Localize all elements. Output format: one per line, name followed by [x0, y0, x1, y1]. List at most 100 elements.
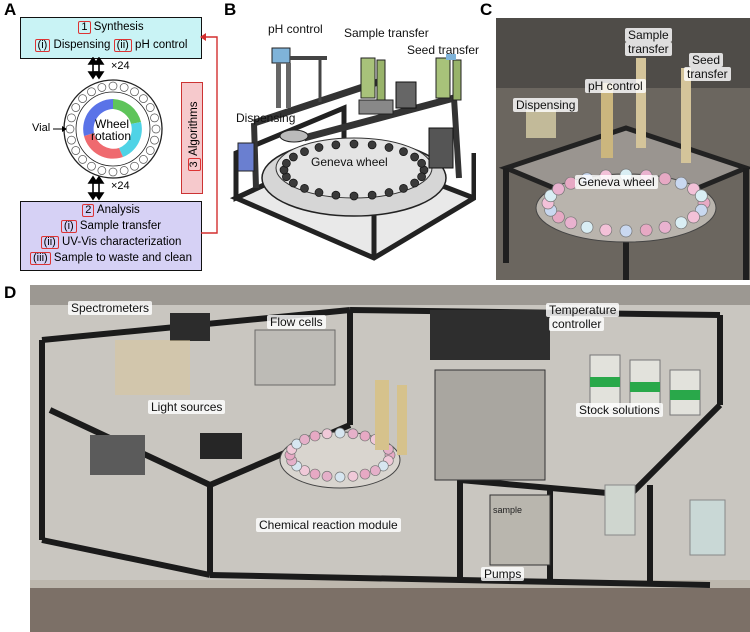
photo-sample-transfer-1: Sample: [625, 28, 672, 42]
vial-slot: [552, 182, 565, 196]
stock-solutions-label: Stock solutions: [576, 403, 663, 417]
vial-slot: [399, 147, 408, 156]
flow-cells-label: Flow cells: [267, 315, 326, 329]
wheel-diagram: [63, 79, 163, 179]
panel-c-letter: C: [480, 0, 493, 19]
analysis-box: 2 Analysis (i) Sample transfer (ii) UV-V…: [20, 201, 202, 271]
vial-slot: [130, 87, 139, 97]
vial-slot: [694, 189, 708, 203]
vial-slot: [309, 430, 321, 442]
analysis-number: 2: [82, 204, 95, 217]
vial-slot: [580, 220, 594, 234]
vial-slot: [347, 428, 359, 440]
vial-slot: [130, 161, 139, 171]
step3-label: Sample to waste and clean: [53, 252, 192, 264]
synthesis-title: Synthesis: [93, 21, 144, 33]
vial-slot: [145, 103, 155, 112]
vial-slot: [658, 172, 672, 186]
vial-slot: [119, 166, 129, 175]
cad-dispensing-label: Dispensing: [236, 111, 296, 125]
vial-slot: [367, 140, 377, 150]
vial-slot: [150, 113, 159, 123]
feedback-arrow: [200, 33, 218, 234]
vial-slot: [151, 124, 161, 134]
vial-slot: [71, 103, 81, 112]
vial-slot: [331, 140, 341, 150]
chemical-reaction-module-label: Chemical reaction module: [256, 518, 401, 532]
vial-slot: [97, 83, 107, 92]
panel-b-letter: B: [224, 0, 237, 19]
vial-slot: [282, 158, 291, 168]
panel-d-letter: D: [4, 283, 17, 302]
vial-slot: [417, 172, 426, 182]
vial-slot: [139, 94, 148, 103]
vial-slot: [417, 158, 426, 168]
vial-slot: [289, 152, 298, 162]
ph-label: pH control: [135, 39, 188, 51]
step1-label: Sample transfer: [79, 220, 162, 232]
vial-slot: [87, 161, 96, 171]
vial-slot: [410, 152, 419, 162]
step2-number: (ii): [40, 236, 59, 249]
vial-slot: [331, 190, 341, 200]
vial-slot: [384, 188, 394, 197]
vial-label: Vial: [32, 122, 51, 134]
vial-slot: [639, 223, 653, 237]
platform-photo-graphic: [30, 285, 750, 632]
vial-slot: [67, 135, 76, 145]
analysis-title: Analysis: [96, 204, 140, 216]
vial-slot: [139, 155, 148, 164]
vial-slot: [299, 434, 310, 445]
repeat-bottom-label: ×24: [111, 180, 130, 192]
step2-label: UV-Vis characterization: [62, 236, 182, 248]
vial-slot: [145, 146, 155, 155]
vial-slot: [71, 146, 81, 155]
vial-slot: [410, 178, 419, 188]
light-sources-label: Light sources: [148, 400, 226, 414]
wheel-label-2: rotation: [91, 129, 132, 143]
repeat-top-label: ×24: [111, 60, 130, 72]
vial-slot: [108, 81, 118, 91]
vial-slot: [299, 465, 310, 476]
vial-slot: [349, 139, 359, 149]
vial-slot: [599, 223, 613, 237]
step3-number: (iii): [30, 252, 51, 265]
vial-slot: [370, 465, 381, 476]
photo-dispensing-label: Dispensing: [513, 98, 579, 112]
vial-slot: [314, 143, 324, 152]
vial-slot: [349, 191, 359, 201]
vial-slot: [119, 83, 129, 92]
vial-slot: [347, 470, 359, 482]
vial-slot: [97, 166, 107, 175]
vial-slot: [399, 184, 408, 193]
vial-slot: [359, 468, 371, 480]
photo-seed-transfer-1: Seed: [689, 53, 724, 67]
photo-seed-transfer-2: transfer: [684, 67, 731, 81]
step1-number: (i): [60, 220, 77, 233]
photo-sample-transfer-2: transfer: [625, 42, 672, 56]
vial-slot: [108, 167, 118, 177]
vial-slot: [359, 430, 371, 442]
vial-slot: [384, 143, 394, 152]
temperature-controller-label-1: Temperature: [546, 303, 620, 317]
vial-slot: [674, 216, 688, 230]
vial-pointer: [53, 126, 67, 132]
vial-slot: [289, 178, 298, 188]
vial-slot: [78, 94, 87, 103]
ph-number: (ii): [113, 39, 132, 52]
vial-slot: [309, 468, 321, 480]
algorithms-label: Algorithms: [188, 101, 200, 156]
vial-slot: [687, 210, 700, 224]
dispensing-label: Dispensing: [53, 39, 111, 51]
vial-slot: [87, 87, 96, 97]
cad-seed-transfer-label: Seed transfer: [407, 43, 480, 57]
photo-ph-control-label: pH control: [585, 79, 646, 93]
platform-photo: Spectrometers Flow cells Temperature con…: [30, 285, 750, 632]
vial-slot: [150, 135, 159, 145]
cad-geneva-wheel-label: Geneva wheel: [311, 155, 388, 169]
vial-slot: [321, 428, 333, 440]
cad-ph-control-label: pH control: [268, 22, 323, 36]
vial-slot: [300, 147, 309, 156]
vial-slot: [367, 190, 377, 200]
vial-slot: [674, 176, 688, 190]
